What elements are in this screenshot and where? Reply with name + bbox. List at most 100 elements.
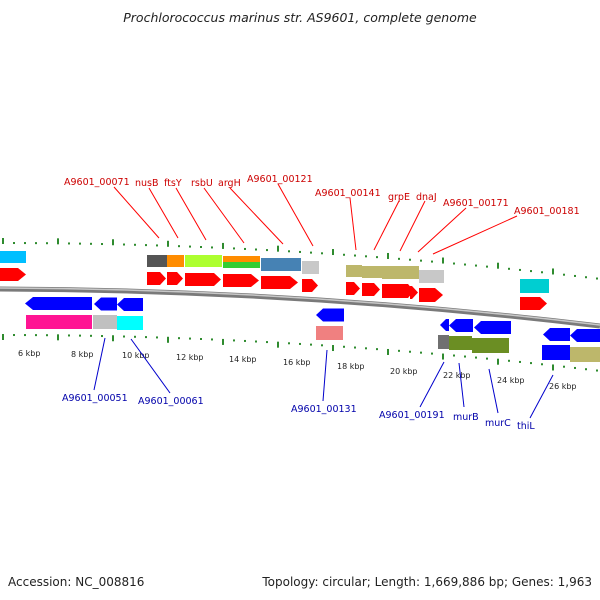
reverse-gene-arrow[interactable]: [25, 297, 92, 310]
gene-label-thil[interactable]: thiL: [517, 421, 535, 432]
gene-label-murc[interactable]: murC: [485, 418, 511, 429]
forward-gene-arrow[interactable]: [302, 279, 318, 292]
reverse-gene-arrow[interactable]: [117, 298, 143, 311]
gene-label-argh[interactable]: argH: [218, 178, 241, 189]
reverse-gene-arrow[interactable]: [474, 321, 511, 334]
feature-block[interactable]: [302, 261, 319, 274]
minor-tick: [409, 350, 411, 353]
feature-block[interactable]: [438, 335, 449, 349]
scale-label: 16 kbp: [283, 358, 311, 367]
minor-tick: [79, 334, 81, 337]
feature-block[interactable]: [346, 265, 362, 277]
gene-label-a9601-00181[interactable]: A9601_00181: [514, 206, 580, 217]
minor-tick: [354, 254, 356, 257]
feature-block[interactable]: [93, 315, 117, 329]
gene-label-a9601-00141[interactable]: A9601_00141: [315, 188, 381, 199]
minor-tick: [299, 250, 301, 253]
reverse-gene-arrow[interactable]: [316, 308, 344, 322]
forward-gene-arrow[interactable]: [520, 297, 547, 310]
gene-label-murb[interactable]: murB: [453, 412, 479, 423]
feature-block[interactable]: [419, 270, 444, 283]
forward-gene-arrow[interactable]: [362, 283, 380, 296]
minor-tick: [574, 274, 576, 277]
feature-block[interactable]: [542, 345, 570, 360]
major-tick: [222, 242, 224, 249]
major-tick: [112, 239, 114, 246]
minor-tick: [519, 268, 521, 271]
minor-tick: [453, 354, 455, 357]
gene-label-grpe[interactable]: grpE: [388, 192, 410, 203]
feature-block[interactable]: [449, 336, 472, 350]
gene-label-a9601-00191[interactable]: A9601_00191: [379, 410, 445, 421]
minor-tick: [233, 247, 235, 250]
feature-block[interactable]: [570, 347, 600, 362]
reverse-tick-row: [2, 334, 598, 372]
feature-block[interactable]: [362, 266, 382, 278]
feature-block[interactable]: [261, 258, 301, 271]
minor-tick: [453, 262, 455, 265]
scale-label: 22 kbp: [443, 371, 471, 380]
reverse-gene-arrow[interactable]: [440, 319, 449, 331]
forward-gene-arrow[interactable]: [346, 282, 360, 295]
major-tick: [57, 334, 59, 341]
gene-label-a9601-00061[interactable]: A9601_00061: [138, 396, 204, 407]
minor-tick: [156, 244, 158, 247]
minor-tick: [211, 246, 213, 249]
forward-gene-arrow[interactable]: [419, 288, 443, 302]
reverse-gene-arrow[interactable]: [94, 297, 117, 311]
gene-label-a9601-00121[interactable]: A9601_00121: [247, 174, 313, 185]
forward-gene-arrow[interactable]: [147, 272, 166, 285]
gene-label-nusb[interactable]: nusB: [135, 178, 159, 189]
forward-gene-arrow[interactable]: [382, 284, 414, 298]
major-tick: [497, 262, 499, 269]
gene-label-rsbu[interactable]: rsbU: [191, 178, 213, 189]
major-tick: [112, 335, 114, 342]
feature-block[interactable]: [316, 326, 343, 340]
minor-tick: [563, 365, 565, 368]
feature-block[interactable]: [520, 279, 549, 293]
feature-block[interactable]: [117, 316, 143, 330]
reverse-gene-arrow[interactable]: [449, 319, 473, 332]
minor-tick: [299, 342, 301, 345]
feature-block[interactable]: [223, 256, 260, 262]
minor-tick: [68, 334, 70, 337]
minor-tick: [508, 267, 510, 270]
feature-block[interactable]: [223, 262, 260, 268]
gene-label-a9601-00051[interactable]: A9601_00051: [62, 393, 128, 404]
minor-tick: [134, 335, 136, 338]
minor-tick: [420, 259, 422, 262]
forward-gene-arrow[interactable]: [261, 276, 298, 289]
minor-tick: [409, 258, 411, 261]
gene-label-a9601-00131[interactable]: A9601_00131: [291, 404, 357, 415]
minor-tick: [101, 335, 103, 338]
gene-label-ftsy[interactable]: ftsY: [164, 178, 182, 189]
minor-tick: [343, 253, 345, 256]
reverse-gene-arrows: [25, 297, 600, 342]
gene-label-a9601-00171[interactable]: A9601_00171: [443, 198, 509, 209]
forward-callout-lines: [113, 183, 518, 255]
feature-block[interactable]: [0, 251, 26, 263]
minor-tick: [475, 264, 477, 267]
scale-label: 14 kbp: [229, 355, 257, 364]
scale-label: 18 kbp: [337, 362, 365, 371]
forward-gene-arrow[interactable]: [167, 272, 183, 285]
minor-tick: [420, 351, 422, 354]
major-tick: [497, 358, 499, 365]
minor-tick: [519, 360, 521, 363]
feature-block[interactable]: [147, 255, 167, 267]
minor-tick: [46, 242, 48, 245]
feature-block[interactable]: [472, 338, 509, 353]
reverse-gene-arrow[interactable]: [543, 328, 570, 341]
minor-tick: [13, 242, 15, 245]
reverse-gene-arrow[interactable]: [570, 329, 600, 342]
forward-gene-arrow[interactable]: [410, 286, 418, 299]
gene-label-a9601-00071[interactable]: A9601_00071: [64, 177, 130, 188]
forward-gene-arrow[interactable]: [0, 268, 26, 281]
gene-label-dnaj[interactable]: dnaJ: [416, 192, 437, 203]
feature-block[interactable]: [185, 255, 222, 267]
feature-block[interactable]: [26, 315, 92, 329]
feature-block[interactable]: [167, 255, 184, 267]
forward-gene-arrow[interactable]: [185, 273, 221, 286]
forward-gene-arrow[interactable]: [223, 274, 259, 287]
feature-block[interactable]: [382, 266, 419, 279]
